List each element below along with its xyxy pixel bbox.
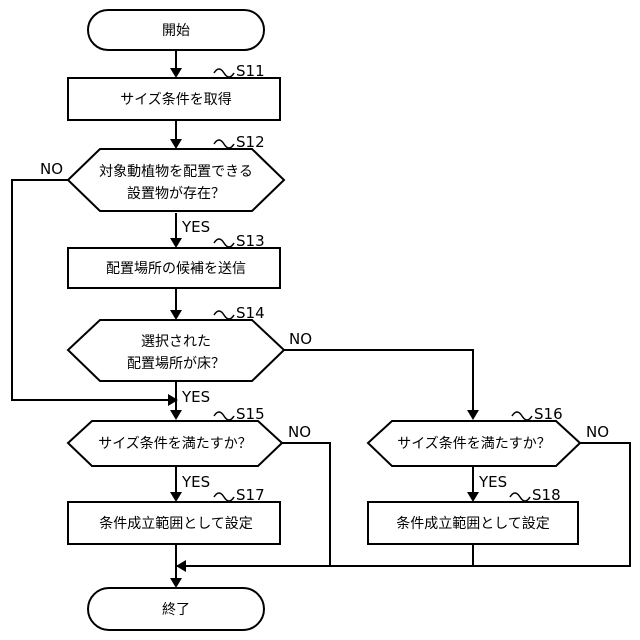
decision-s16-no-label: NO: [586, 423, 609, 441]
step-s11-text: サイズ条件を取得: [120, 91, 232, 108]
decision-s12-line2: 設置物が存在？: [127, 186, 225, 202]
decision-s12: S12 対象動植物を配置できる 設置物が存在？ NO YES: [40, 133, 284, 236]
decision-s14-line2: 配置場所が床？: [127, 356, 225, 372]
arrow-s14-in: [170, 310, 182, 320]
arrow-s13-in: [170, 238, 182, 248]
step-s18-text: 条件成立範囲として設定: [396, 515, 550, 532]
decision-s12-yes-label: YES: [181, 218, 210, 236]
decision-s14-yes-label: YES: [181, 388, 210, 406]
arrow-s11-in: [170, 68, 182, 78]
arrow-s16-in: [467, 410, 479, 420]
decision-s14: S14 選択された 配置場所が床？ NO YES: [68, 304, 312, 406]
decision-s16: S16 サイズ条件を満たすか？ NO YES: [368, 405, 609, 491]
arrow-end-in: [170, 578, 182, 588]
decision-s14-line1: 選択された: [141, 334, 211, 350]
end-label: 終了: [162, 602, 190, 618]
end-terminal: 終了: [88, 588, 264, 630]
decision-s15: S15 サイズ条件を満たすか？ NO YES: [68, 405, 311, 491]
arrow-s17-in: [170, 492, 182, 502]
start-terminal: 開始: [88, 10, 264, 50]
decision-s15-text: サイズ条件を満たすか？: [98, 435, 252, 452]
step-s13-text: 配置場所の候補を送信: [106, 261, 246, 277]
decision-s14-no-label: NO: [289, 330, 312, 348]
decision-s15-no-label: NO: [288, 423, 311, 441]
arrow-s12-in: [170, 139, 182, 149]
step-s17-text: 条件成立範囲として設定: [99, 515, 253, 532]
arrow-s15-in: [170, 410, 182, 420]
arrow-s18-in: [467, 492, 479, 502]
decision-s15-yes-label: YES: [181, 473, 210, 491]
arrow-merge-bottom: [176, 560, 186, 572]
decision-s16-yes-label: YES: [478, 473, 507, 491]
decision-s16-text: サイズ条件を満たすか？: [397, 435, 551, 452]
decision-s12-no-label: NO: [40, 160, 63, 178]
decision-s12-line1: 対象動植物を配置できる: [99, 164, 253, 180]
start-label: 開始: [162, 23, 190, 39]
